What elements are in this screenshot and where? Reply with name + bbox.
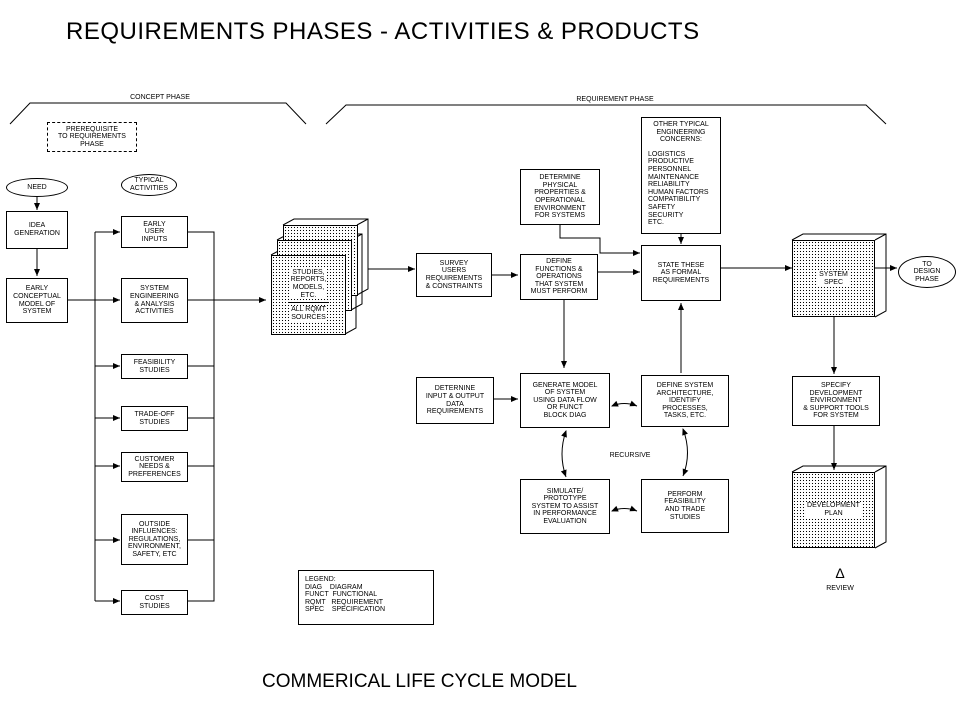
simulate-prototype-box: SIMULATE/ PROTOTYPE SYSTEM TO ASSIST IN …: [520, 479, 610, 534]
requirement-phase-brace: [325, 104, 887, 125]
legend-item: DIAG DIAGRAM: [305, 583, 363, 591]
activity-customer-needs: CUSTOMER NEEDS & PREFERENCES: [121, 452, 188, 482]
concern-item: RELIABILITY: [648, 181, 690, 189]
studies-cube-label: STUDIES, REPORTS, MODELS, ETC.: [289, 268, 328, 300]
development-plan-label: DEVELOPMENT PLAN: [806, 502, 861, 518]
activity-trade-off-studies: TRADE-OFF STUDIES: [121, 406, 188, 431]
concept-phase-label: CONCEPT PHASE: [130, 94, 190, 101]
legend-item: SPEC SPECIFICATION: [305, 606, 385, 614]
activity-system-engineering: SYSTEM ENGINEERING & ANALYSIS ACTIVITIES: [121, 278, 188, 323]
system-spec-cube: SYSTEM SPEC: [792, 240, 875, 317]
other-concerns-box: OTHER TYPICAL ENGINEERING CONCERNS: LOGI…: [641, 117, 721, 234]
studies-cube-front: STUDIES, REPORTS, MODELS, ETC. ALL RQMT …: [271, 255, 346, 335]
system-spec-label: SYSTEM SPEC: [818, 270, 849, 287]
concern-item: COMPATIBILITY: [648, 196, 701, 204]
define-architecture-box: DEFINE SYSTEM ARCHITECTURE, IDENTIFY PRO…: [641, 375, 729, 427]
concern-item: PERSONNEL: [648, 165, 692, 173]
legend-item: FUNCT FUNCTIONAL: [305, 591, 378, 599]
activity-feasibility-studies: FEASIBILITY STUDIES: [121, 354, 188, 379]
review-label: REVIEW: [826, 585, 854, 592]
page-title: REQUIREMENTS PHASES - ACTIVITIES & PRODU…: [66, 18, 700, 45]
early-conceptual-model-box: EARLY CONCEPTUAL MODEL OF SYSTEM: [6, 278, 68, 323]
activity-early-user-inputs: EARLY USER INPUTS: [121, 216, 188, 248]
recursive-label: RECURSIVE: [609, 452, 651, 459]
idea-generation-box: IDEA GENERATION: [6, 211, 68, 249]
generate-model-box: GENERATE MODEL OF SYSTEM USING DATA FLOW…: [520, 373, 610, 428]
survey-users-box: SURVEY USERS REQUIREMENTS & CONSTRAINTS: [416, 253, 492, 297]
concern-item: HUMAN FACTORS: [648, 188, 709, 196]
other-concerns-header: OTHER TYPICAL ENGINEERING CONCERNS:: [653, 121, 709, 144]
concern-item: PRODUCTIVE: [648, 158, 694, 166]
development-plan-cube: DEVELOPMENT PLAN: [792, 472, 875, 548]
requirement-phase-label: REQUIREMENT PHASE: [576, 96, 654, 103]
concept-phase-brace: [9, 102, 307, 125]
prerequisite-note: PREREQUISITE TO REQUIREMENTS PHASE: [47, 122, 137, 152]
concern-item: ETC.: [648, 219, 664, 227]
concern-item: SECURITY: [648, 211, 684, 219]
perform-feasibility-box: PERFORM FEASIBILITY AND TRADE STUDIES: [641, 479, 729, 533]
review-triangle-icon: Δ: [835, 565, 845, 581]
concern-item: LOGISTICS: [648, 150, 686, 158]
determine-io-box: DETERNINE INPUT & OUTPUT DATA REQUIREMEN…: [416, 377, 494, 424]
state-formal-requirements-box: STATE THESE AS FORMAL REQUIREMENTS: [641, 245, 721, 301]
footer-caption: COMMERICAL LIFE CYCLE MODEL: [262, 671, 577, 692]
legend-box: LEGEND: DIAG DIAGRAM FUNCT FUNCTIONAL RQ…: [298, 570, 434, 625]
need-oval: NEED: [6, 178, 68, 197]
specify-development-box: SPECIFY DEVELOPMENT ENVIRONMENT & SUPPOR…: [792, 376, 880, 426]
activity-cost-studies: COST STUDIES: [121, 590, 188, 615]
define-functions-box: DEFINE FUNCTIONS & OPERATIONS THAT SYSTE…: [520, 254, 598, 300]
determine-physical-box: DETERMINE PHYSICAL PROPERTIES & OPERATIO…: [520, 169, 600, 225]
activity-outside-influences: OUTSIDE INFLUENCES: REGULATIONS, ENVIRON…: [121, 514, 188, 565]
to-design-phase-oval: TO DESIGN PHASE: [898, 256, 956, 288]
legend-item: RQMT REQUIREMENT: [305, 598, 384, 606]
concern-item: SAFETY: [648, 203, 676, 211]
concern-item: MAINTENANCE: [648, 173, 699, 181]
typical-activities-oval: TYPICAL ACTIVITIES: [121, 174, 177, 196]
legend-title: LEGEND:: [305, 576, 336, 583]
rqmt-sources-label: ALL RQMT SOURCES: [290, 306, 327, 322]
